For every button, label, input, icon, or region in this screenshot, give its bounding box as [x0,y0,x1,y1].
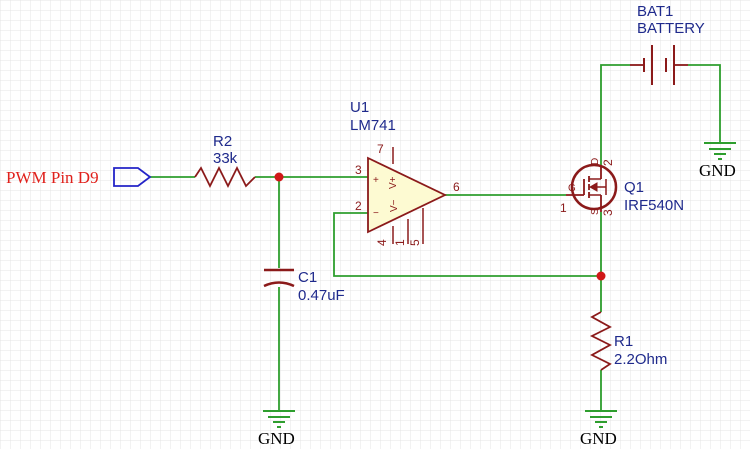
u1-ref: U1 [350,99,369,116]
resistor-icon [589,311,612,371]
ground-icon [704,142,736,160]
opamp-pin-1: 1 [393,239,407,246]
wire-battery-to-gnd [688,64,721,142]
junction-dot [274,172,284,182]
ground-c1: GND [258,410,295,448]
resistor-r1[interactable]: R1 2.2Ohm [589,311,667,371]
c1-ref: C1 [298,269,317,286]
battery-bat1[interactable]: BAT1 BATTERY [630,3,705,85]
ground-icon [263,410,295,428]
opamp-pin-5: 5 [408,239,422,246]
ground-battery: GND [699,142,736,180]
op-amp-icon [367,156,448,234]
mosfet-pin-2: 2 [601,159,615,166]
wire-feedback [333,212,601,277]
mosfet-pin-1: 1 [560,201,567,215]
mosfet-pin-3: 3 [601,209,615,216]
opamp-pin-6: 6 [453,180,460,194]
junction-dot [596,271,606,281]
ground-label: GND [699,161,736,180]
opamp-vminus-symbol: V− [389,199,400,212]
ground-icon [585,410,617,428]
capacitor-icon [263,268,295,288]
opamp-pin-3: 3 [355,163,362,177]
mosfet-source-symbol: S [590,208,601,215]
bat1-ref: BAT1 [637,3,673,20]
battery-icon [630,45,688,85]
capacitor-c1[interactable]: C1 0.47uF [263,268,345,304]
opamp-pin-7: 7 [377,142,384,156]
mosfet-drain-symbol: D [590,158,601,165]
opamp-plus-symbol: + [373,175,379,186]
mosfet-q1[interactable]: G D S 1 2 3 Q1 IRF540N [560,158,684,216]
mosfet-icon [566,163,618,212]
resistor-r2[interactable]: R2 33k [194,133,256,189]
opamp-vplus-symbol: V+ [388,176,399,189]
r1-value: 2.2Ohm [614,351,667,368]
u1-value: LM741 [350,117,396,134]
port-arrow-icon [113,167,152,187]
opamp-pin-4: 4 [375,239,389,246]
opamp-pin-2: 2 [355,199,362,213]
mosfet-gate-symbol: G [568,183,576,194]
opamp-u1[interactable]: + − V+ V− 3 2 6 7 4 1 5 U1 LM741 [350,99,460,246]
r2-ref: R2 [213,133,232,150]
wires [150,64,721,410]
ground-label: GND [580,429,617,448]
c1-value: 0.47uF [298,287,345,304]
q1-value: IRF540N [624,197,684,214]
wire-drain-to-battery [600,64,630,166]
ground-r1: GND [580,410,617,448]
r1-ref: R1 [614,333,633,350]
pwm-port[interactable]: PWM Pin D9 [6,167,152,187]
q1-ref: Q1 [624,179,644,196]
resistor-icon [194,165,256,189]
bat1-value: BATTERY [637,20,705,37]
r2-value: 33k [213,150,238,167]
pwm-port-label: PWM Pin D9 [6,168,99,187]
ground-label: GND [258,429,295,448]
opamp-minus-symbol: − [373,208,379,219]
